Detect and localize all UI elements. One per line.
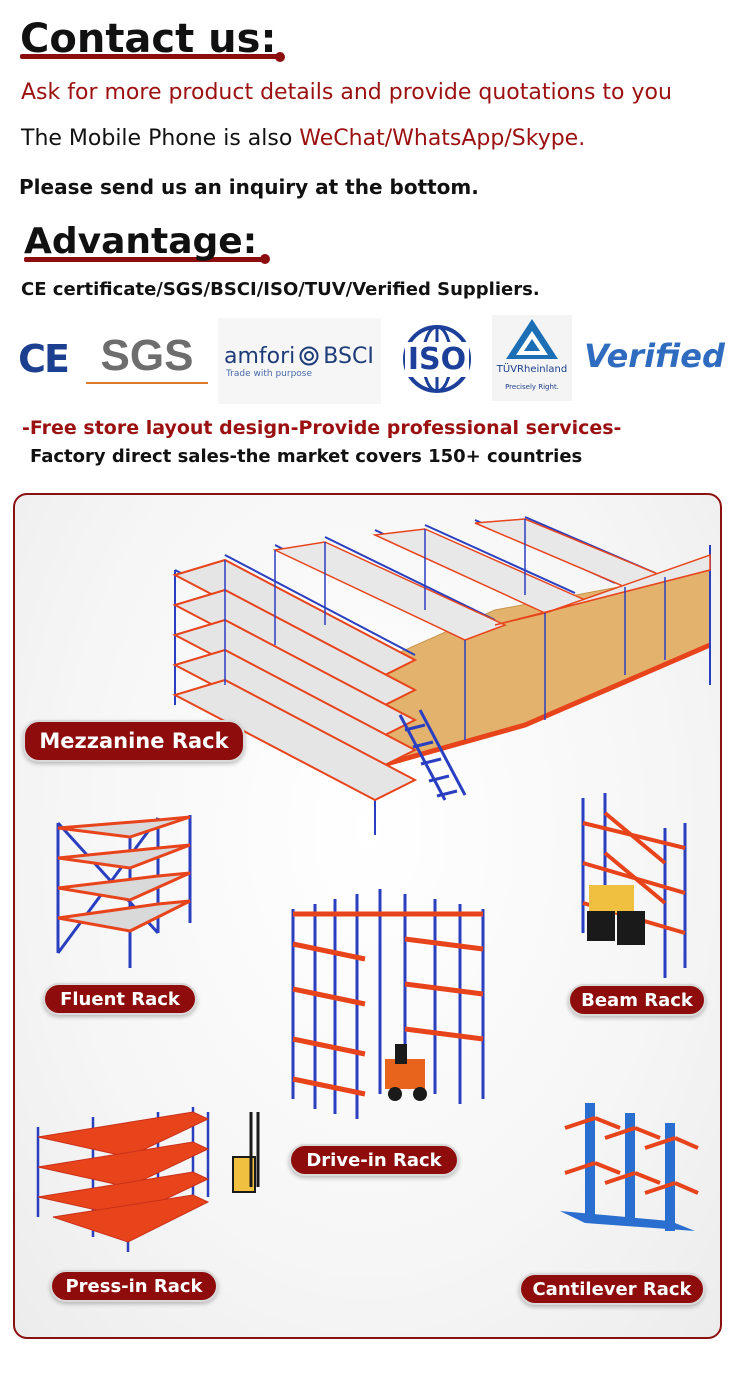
press-in-rack-image[interactable] xyxy=(33,1107,263,1257)
verified-text: Verified xyxy=(584,337,725,375)
iso-logo: ISO xyxy=(391,320,483,398)
amfori-tagline: Trade with purpose xyxy=(226,368,313,379)
contact-line-phone: The Mobile Phone is also WeChat/WhatsApp… xyxy=(21,124,585,154)
cantilever-rack-image[interactable] xyxy=(560,1103,700,1233)
sgs-logo: SGS xyxy=(86,330,208,384)
sgs-logo-text: SGS xyxy=(100,331,194,380)
mezzanine-rack-image[interactable] xyxy=(165,515,722,845)
contact-heading: Contact us: xyxy=(20,14,285,64)
product-label-drive-in[interactable]: Drive-in Rack xyxy=(289,1144,459,1176)
amfori-bsci: BSCI xyxy=(323,343,374,369)
contact-phone-prefix: The Mobile Phone is also xyxy=(21,126,300,151)
fluent-rack-image[interactable] xyxy=(50,813,200,973)
advantage-heading-text: Advantage: xyxy=(24,221,258,262)
product-label-fluent[interactable]: Fluent Rack xyxy=(43,983,197,1015)
services-line-1: -Free store layout design-Provide profes… xyxy=(22,417,622,439)
drive-in-rack-image[interactable] xyxy=(285,879,485,1129)
tuv-logo: TÜVRheinland Precisely Right. xyxy=(492,315,572,401)
contact-line-details: Ask for more product details and provide… xyxy=(21,80,672,105)
product-label-beam[interactable]: Beam Rack xyxy=(568,984,706,1016)
advantage-heading: Advantage: xyxy=(24,219,270,265)
tuv-name: TÜVRheinland xyxy=(496,364,568,375)
contact-phone-highlight: WeChat/WhatsApp/Skype. xyxy=(299,126,586,151)
amfori-bsci-logo: amfori BSCI Trade with purpose xyxy=(218,318,381,404)
product-label-press-in[interactable]: Press-in Rack xyxy=(50,1270,218,1302)
iso-text: ISO xyxy=(404,341,470,377)
tuv-triangle-icon xyxy=(506,319,558,359)
contact-heading-text: Contact us: xyxy=(20,16,277,62)
certificates-line: CE certificate/SGS/BSCI/ISO/TUV/Verified… xyxy=(21,279,540,300)
product-panel: Mezzanine Rack Fluent Rack xyxy=(13,493,722,1339)
contact-line-inquiry: Please send us an inquiry at the bottom. xyxy=(19,175,479,199)
services-line-2: Factory direct sales-the market covers 1… xyxy=(30,446,583,467)
verified-logo: Verified xyxy=(582,328,727,384)
ce-logo: CE xyxy=(16,335,70,383)
amfori-name: amfori xyxy=(224,343,296,369)
product-label-mezzanine[interactable]: Mezzanine Rack xyxy=(23,720,245,762)
bsci-icon xyxy=(299,346,319,366)
product-label-cantilever[interactable]: Cantilever Rack xyxy=(519,1273,705,1305)
ce-logo-text: CE xyxy=(18,337,70,381)
beam-rack-image[interactable] xyxy=(575,793,695,983)
tuv-tagline: Precisely Right. xyxy=(505,383,559,391)
